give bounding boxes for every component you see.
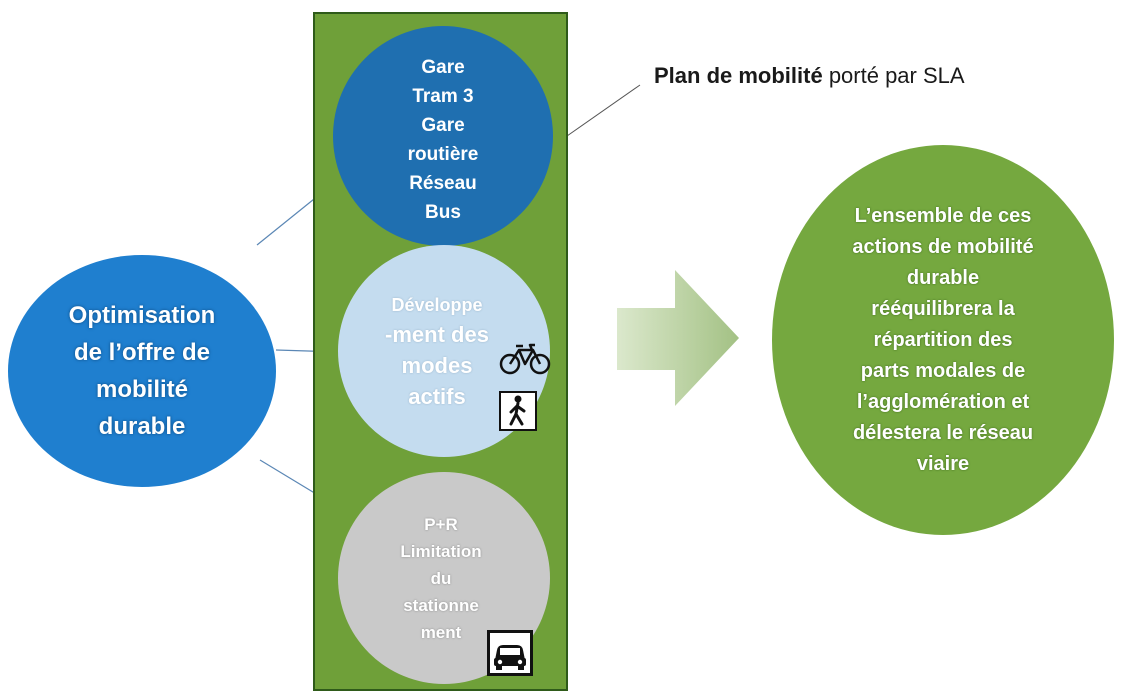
- plan-title: Plan de mobilité porté par SLA: [654, 63, 965, 89]
- result-line: durable: [906, 266, 980, 289]
- optimisation-circle: Optimisation de l’offre de mobilité dura…: [8, 255, 276, 487]
- result-circle: L’ensemble de ces actions de mobilité du…: [772, 145, 1114, 535]
- actifs-line: -ment des: [385, 321, 489, 347]
- plan-title-bold: Plan de mobilité: [654, 63, 823, 88]
- right-arrow-icon: [617, 270, 739, 406]
- transport-line: Gare: [421, 57, 465, 78]
- result-line: répartition des: [873, 328, 1013, 351]
- result-line: l’agglomération et: [856, 390, 1030, 413]
- optimisation-line: de l’offre de: [73, 339, 211, 366]
- connector-optim-transport: [256, 190, 325, 246]
- transport-line: Bus: [425, 202, 461, 223]
- result-line: viaire: [916, 452, 970, 475]
- transport-line: Tram 3: [412, 86, 474, 107]
- result-line: rééquilibrera la: [871, 297, 1015, 320]
- result-line: L’ensemble de ces: [854, 204, 1032, 227]
- result-line: actions de mobilité: [852, 235, 1034, 258]
- transport-line: Réseau: [409, 173, 477, 194]
- transport-line: Gare: [421, 115, 465, 136]
- actifs-line: modes: [401, 352, 473, 378]
- car-icon: [487, 630, 533, 676]
- optimisation-line: Optimisation: [68, 302, 216, 329]
- parking-line: Limitation: [400, 541, 482, 561]
- result-line: parts modales de: [860, 359, 1026, 382]
- parking-line: du: [430, 568, 452, 588]
- transport-circle: Gare Tram 3 Gare routière Réseau Bus: [333, 26, 553, 246]
- connector-plan-column: [566, 84, 641, 137]
- parking-line: stationne: [403, 595, 479, 615]
- result-line: délestera le réseau: [852, 421, 1034, 444]
- transport-line: routière: [407, 144, 479, 165]
- plan-title-rest: porté par SLA: [822, 63, 965, 88]
- parking-line: P+R: [424, 514, 458, 534]
- pedestrian-icon: [499, 391, 537, 431]
- actifs-line: actifs: [408, 383, 466, 409]
- bicycle-icon: [499, 343, 551, 375]
- optimisation-line: durable: [98, 413, 186, 440]
- actifs-line: Développe: [391, 294, 483, 315]
- optimisation-line: mobilité: [95, 376, 188, 403]
- parking-line: ment: [420, 622, 462, 642]
